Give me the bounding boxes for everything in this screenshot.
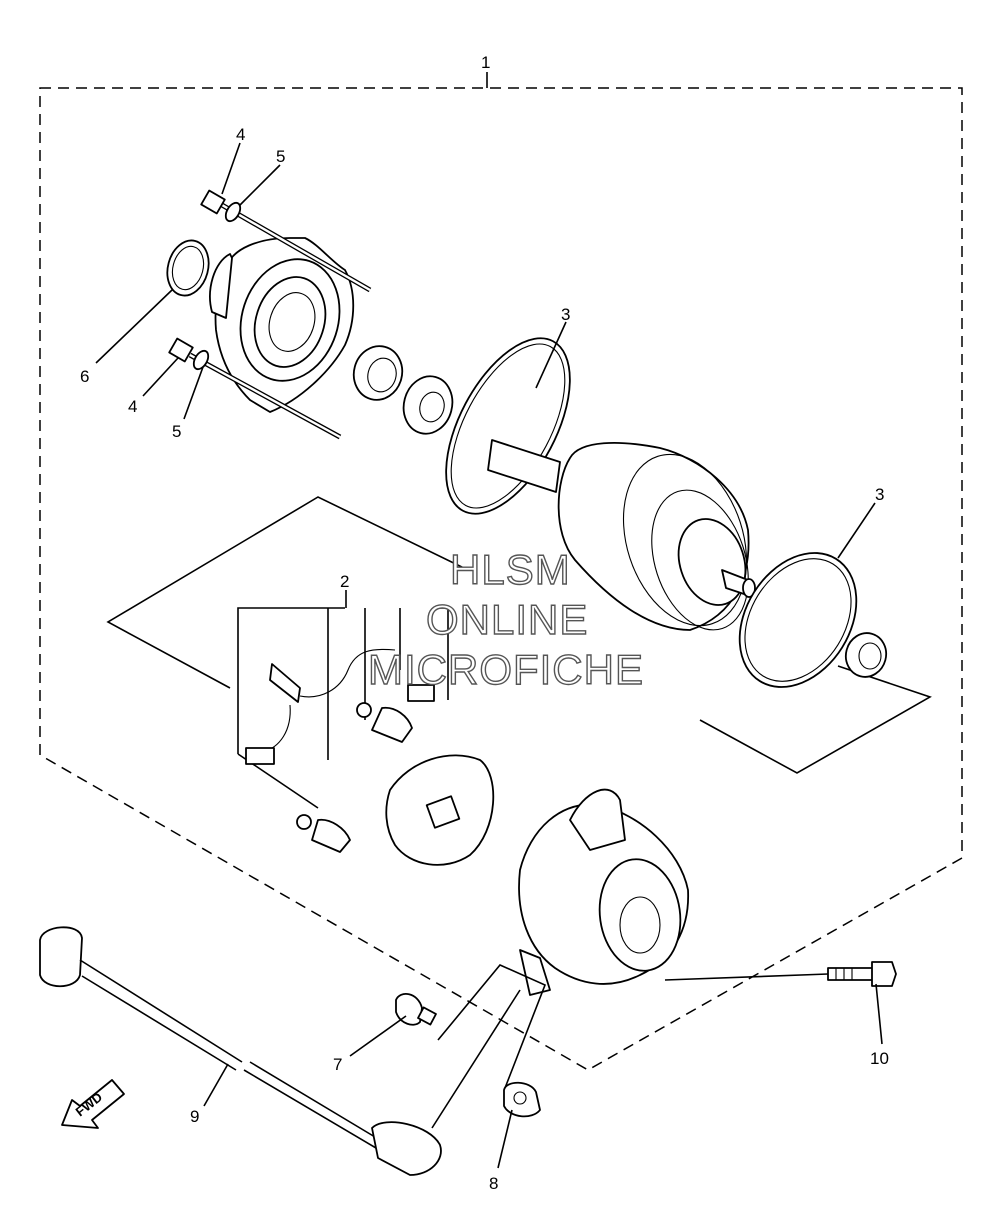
callout-9: 9 (190, 1107, 199, 1126)
attach-line-9 (431, 989, 521, 1129)
fwd-arrow-icon: FWD (61, 1079, 125, 1129)
callout-1: 1 (481, 53, 490, 72)
watermark-line-2: ONLINE (426, 596, 588, 643)
needle-bearing (352, 345, 404, 401)
callout-2: 2 (340, 572, 349, 591)
o-ring-6-inner (171, 245, 205, 291)
o-ring-3-right-inner (744, 558, 852, 682)
through-bolt-lower (168, 337, 342, 440)
oil-seal (402, 375, 454, 435)
watermark: HLSM ONLINE MICROFICHE (367, 545, 644, 693)
callout-labels: 1 2 3 3 4 4 5 5 6 7 8 9 10 (80, 53, 889, 1193)
bolt-10 (827, 961, 897, 987)
leader-lines (95, 72, 883, 1169)
callout-3-left: 3 (561, 305, 570, 324)
watermark-line-1: HLSM (450, 546, 571, 593)
callout-10: 10 (870, 1049, 889, 1068)
attach-line-10 (664, 973, 829, 981)
callout-8: 8 (489, 1174, 498, 1193)
watermark-line-3: MICROFICHE (368, 646, 644, 693)
callout-6: 6 (80, 367, 89, 386)
o-ring-6 (166, 239, 210, 297)
starter-lead-wire (39, 926, 442, 1176)
attach-line-7 (437, 964, 547, 1089)
brush-plane-outline (106, 496, 469, 689)
callout-7: 7 (333, 1055, 342, 1074)
brush-plane-outline-lower (699, 665, 932, 774)
front-cover (209, 237, 355, 413)
callout-4-lower: 4 (128, 397, 137, 416)
rear-cover (518, 788, 689, 996)
o-ring-3-left-inner (450, 343, 566, 509)
screw-7 (395, 993, 437, 1026)
bushing-right (844, 632, 888, 678)
callout-5-lower: 5 (172, 422, 181, 441)
callout-4-upper: 4 (236, 125, 245, 144)
callout-5-upper: 5 (276, 147, 285, 166)
brush-holder-assembly (237, 607, 495, 866)
through-bolt-upper (200, 189, 372, 293)
o-ring-3-right (738, 552, 858, 688)
yoke-armature (487, 439, 756, 631)
nut-8 (503, 1081, 541, 1118)
assembly-boundary (39, 87, 963, 1071)
callout-3-right: 3 (875, 485, 884, 504)
